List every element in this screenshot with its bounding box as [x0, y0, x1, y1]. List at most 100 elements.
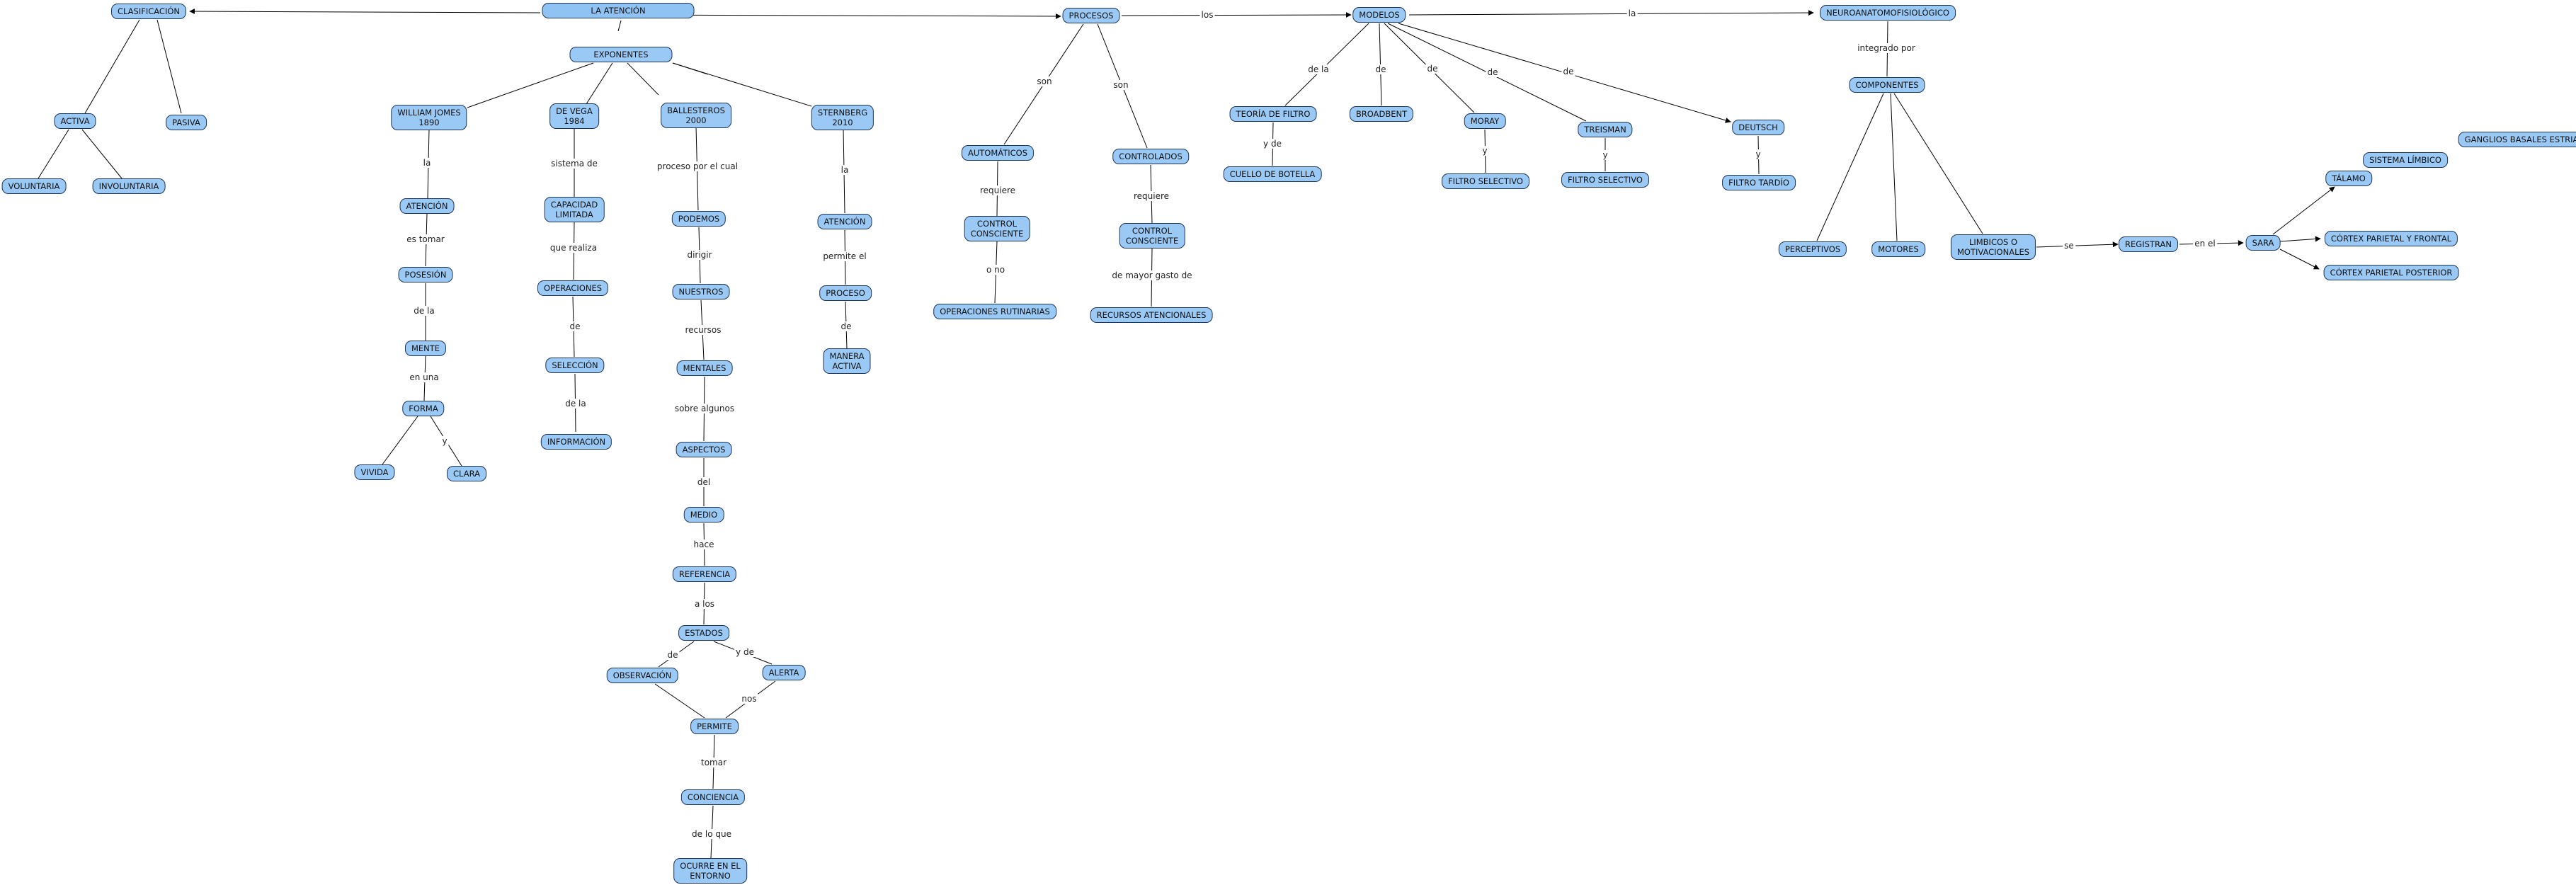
node-mente[interactable]: MENTE [404, 341, 447, 356]
node-controlados[interactable]: CONTROLADOS [1112, 149, 1189, 164]
node-la-atencion[interactable]: LA ATENCIÓN [542, 3, 695, 18]
node-limbicos[interactable]: LIMBICOS O MOTIVACIONALES [1950, 234, 2036, 260]
node-ballesteros[interactable]: BALLESTEROS 2000 [661, 103, 731, 128]
node-treisman[interactable]: TREISMAN [1578, 122, 1633, 137]
link-label-son-2: son [1112, 80, 1130, 90]
node-manera-activa[interactable]: MANERA ACTIVA [823, 348, 871, 374]
node-teoria-filtro[interactable]: TEORÍA DE FILTRO [1229, 106, 1317, 122]
node-permite[interactable]: PERMITE [690, 719, 739, 734]
node-operaciones[interactable]: OPERACIONES [537, 280, 609, 296]
node-observacion[interactable]: OBSERVACIÓN [606, 668, 678, 683]
link-label-son-1: son [1035, 76, 1054, 86]
node-control-consciente-1[interactable]: CONTROL CONSCIENTE [964, 216, 1030, 241]
connector-line [2279, 236, 2321, 242]
node-podemos[interactable]: PODEMOS [671, 211, 726, 227]
node-automaticos[interactable]: AUTOMÁTICOS [961, 145, 1035, 161]
node-registran[interactable]: REGISTRAN [2119, 236, 2178, 252]
link-label-en-una: en una [408, 372, 440, 382]
connector-line [617, 20, 622, 32]
node-sternberg[interactable]: STERNBERG 2010 [811, 105, 874, 130]
node-posesion[interactable]: POSESIÓN [398, 267, 453, 282]
link-label-los: los [1199, 10, 1215, 20]
node-atencion-st[interactable]: ATENCIÓN [817, 214, 872, 229]
node-filtro-tardio[interactable]: FILTRO TARDÍO [1722, 175, 1796, 190]
link-label-y-de-modelo: y de [1262, 139, 1283, 149]
node-sara[interactable]: SARA [2245, 235, 2281, 251]
node-deutsch[interactable]: DEUTSCH [1732, 120, 1784, 135]
link-label-recursos: recursos [683, 325, 723, 335]
link-label-la-st: la [839, 165, 850, 175]
link-label-de-la-2: de la [564, 399, 588, 409]
node-vivida[interactable]: VIVIDA [354, 464, 395, 480]
node-motores[interactable]: MOTORES [1871, 241, 1925, 257]
node-exponentes[interactable]: EXPONENTES [569, 47, 673, 62]
node-atencion-wj[interactable]: ATENCIÓN [399, 198, 455, 214]
link-label-y-de: y de [734, 647, 756, 657]
link-label-dirigir: dirigir [685, 250, 714, 260]
link-label-permite-el: permite el [821, 251, 868, 261]
node-conciencia[interactable]: CONCIENCIA [680, 789, 746, 805]
node-proceso[interactable]: PROCESO [819, 285, 872, 301]
node-capacidad-limitada[interactable]: CAPACIDAD LIMITADA [544, 197, 605, 222]
node-cortex-pp[interactable]: CÓRTEX PARIETAL POSTERIOR [2323, 265, 2459, 280]
node-moray[interactable]: MORAY [1464, 113, 1506, 129]
node-operaciones-rutinarias[interactable]: OPERACIONES RUTINARIAS [933, 304, 1056, 319]
node-forma[interactable]: FORMA [402, 401, 445, 416]
link-label-la-neuro: la [1626, 8, 1638, 18]
node-talamo[interactable]: TÁLAMO [2325, 171, 2372, 186]
node-voluntaria[interactable]: VOLUNTARIA [1, 178, 67, 194]
node-nuestros[interactable]: NUESTROS [672, 284, 730, 299]
node-pasiva[interactable]: PASIVA [166, 115, 207, 130]
link-label-de-st: de [839, 321, 853, 331]
link-label-que-realiza: que realiza [548, 243, 599, 253]
link-label-es-tomar: es tomar [405, 234, 446, 244]
link-label-de-moray: de [1425, 64, 1440, 74]
node-medio[interactable]: MEDIO [683, 507, 724, 523]
link-label-de-deutsch: de [1561, 67, 1575, 76]
node-alerta[interactable]: ALERTA [762, 665, 806, 680]
node-estados[interactable]: ESTADOS [678, 625, 729, 641]
node-informacion[interactable]: INFORMACIÓN [540, 434, 612, 450]
link-label-y-moray: y [1481, 146, 1489, 156]
connector-line [382, 416, 418, 465]
node-ocurre-entorno[interactable]: OCURRE EN EL ENTORNO [673, 858, 747, 884]
node-neuroanatomofisiologico[interactable]: NEUROANATOMOFISIOLÓGICO [1820, 5, 1956, 21]
node-sistema-limbico[interactable]: SISTEMA LÍMBICO [2363, 152, 2448, 168]
connector-line [2272, 186, 2335, 235]
link-label-y-deutsch: y [1754, 149, 1762, 159]
node-clasificacion[interactable]: CLASIFICACIÓN [110, 4, 187, 19]
node-modelos[interactable]: MODELOS [1352, 7, 1406, 23]
link-label-integrado-por: integrado por [1856, 43, 1917, 53]
node-cuello-botella[interactable]: CUELLO DE BOTELLA [1223, 166, 1322, 182]
link-label-de-broadbent: de [1374, 64, 1388, 74]
node-referencia[interactable]: REFERENCIA [672, 566, 737, 582]
node-recursos-atencionales[interactable]: RECURSOS ATENCIONALES [1090, 307, 1213, 323]
connector-line [1893, 93, 1983, 234]
node-componentes[interactable]: COMPONENTES [1849, 77, 1925, 93]
node-seleccion[interactable]: SELECCIÓN [545, 358, 605, 373]
node-control-consciente-2[interactable]: CONTROL CONSCIENTE [1119, 223, 1185, 249]
node-william-james[interactable]: WILLIAM JOMES 1890 [391, 105, 467, 130]
node-filtro-selectivo-1[interactable]: FILTRO SELECTIVO [1442, 173, 1529, 189]
link-label-la: la [421, 158, 433, 168]
link-label-mayor-gasto: de mayor gasto de [1110, 270, 1194, 280]
node-cortex-pf[interactable]: CÓRTEX PARIETAL Y FRONTAL [2324, 231, 2458, 246]
link-label-de-la-modelo: de la [1306, 64, 1330, 74]
node-aspectos[interactable]: ASPECTOS [676, 442, 732, 457]
node-filtro-selectivo-2[interactable]: FILTRO SELECTIVO [1561, 172, 1649, 188]
link-label-tomar: tomar [699, 758, 729, 767]
node-ganglios[interactable]: GANGLIOS BASALES ESTRIADO [2458, 132, 2576, 147]
connector-line [1408, 10, 1814, 16]
node-perceptivos[interactable]: PERCEPTIVOS [1778, 241, 1847, 257]
link-label-y-treisman: y [1601, 150, 1609, 160]
node-de-vega[interactable]: DE VEGA 1984 [549, 103, 599, 129]
connector-line [81, 129, 122, 179]
node-mentales[interactable]: MENTALES [676, 360, 733, 376]
connector-line [2279, 249, 2320, 270]
node-procesos[interactable]: PROCESOS [1062, 8, 1120, 23]
node-broadbent[interactable]: BROADBENT [1349, 106, 1414, 122]
node-clara[interactable]: CLARA [447, 466, 486, 481]
link-label-sistema-de: sistema de [549, 159, 599, 169]
node-activa[interactable]: ACTIVA [54, 113, 96, 129]
node-involuntaria[interactable]: INVOLUNTARIA [92, 178, 166, 194]
